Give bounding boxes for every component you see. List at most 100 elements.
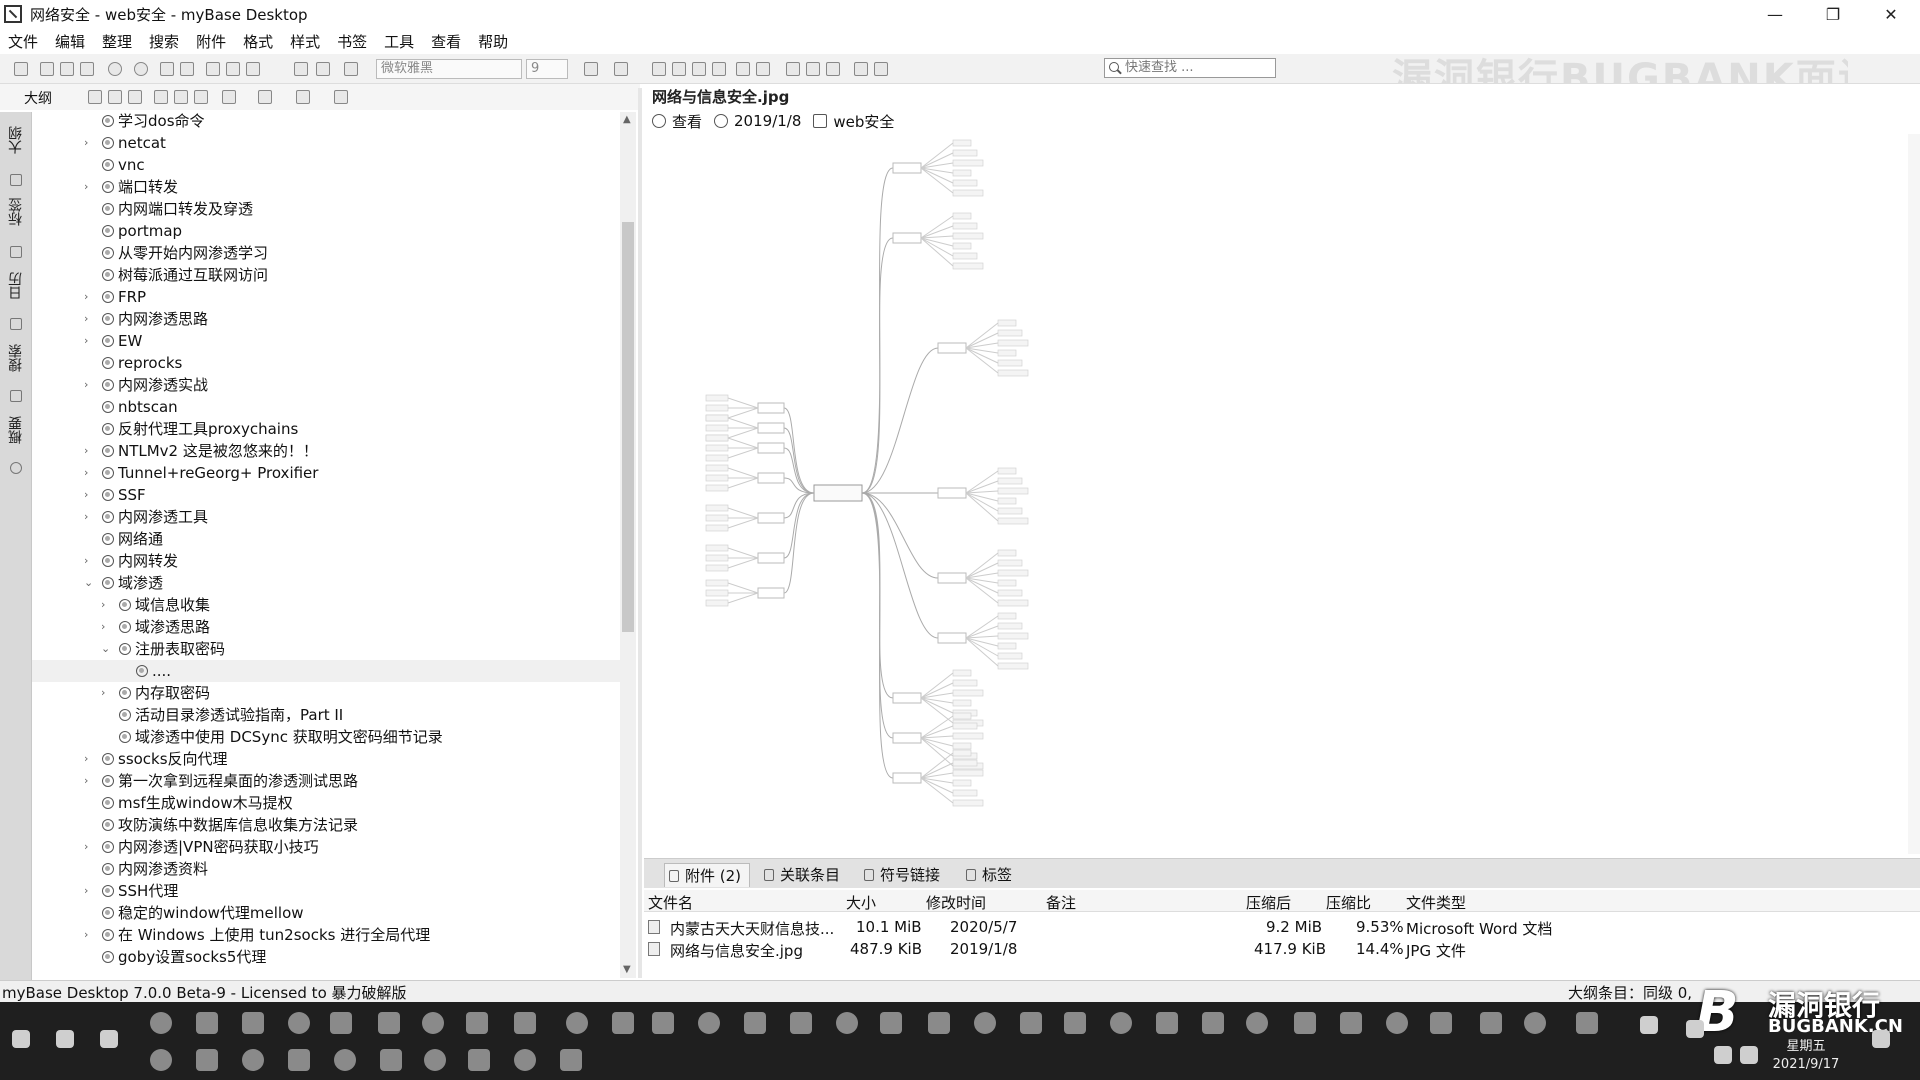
- taskbar-app-icon[interactable]: [1576, 1012, 1598, 1034]
- tab-related[interactable]: 关联条目: [760, 863, 840, 887]
- attachment-row[interactable]: 网络与信息安全.jpg 487.9 KiB 2019/1/8 417.9 KiB…: [644, 938, 1920, 960]
- menu-file[interactable]: 文件: [8, 32, 39, 51]
- tab-overview[interactable]: 概要: [8, 416, 24, 444]
- fullscreen-icon[interactable]: [344, 62, 358, 76]
- taskbar-app-icon[interactable]: [196, 1012, 218, 1034]
- expand-arrow-icon[interactable]: ›: [101, 686, 106, 699]
- taskbar-app-icon[interactable]: [790, 1012, 812, 1034]
- taskbar-app-icon[interactable]: [334, 1049, 356, 1071]
- new-note-icon[interactable]: [14, 62, 28, 76]
- tree-item[interactable]: ›内网渗透|VPN密码获取小技巧: [32, 836, 632, 858]
- expand-arrow-icon[interactable]: ›: [84, 884, 89, 897]
- star-icon[interactable]: [222, 90, 236, 104]
- tab-outline[interactable]: 大纲: [8, 126, 24, 154]
- tree-item[interactable]: 学习dos命令: [32, 110, 632, 132]
- tree-item[interactable]: 内网端口转发及穿透: [32, 198, 632, 220]
- minimize-button[interactable]: —: [1767, 4, 1783, 24]
- taskbar-app-icon[interactable]: [1064, 1012, 1086, 1034]
- expand-arrow-icon[interactable]: ›: [84, 290, 89, 303]
- taskbar-app-icon[interactable]: [380, 1049, 402, 1071]
- tab-attachments[interactable]: 附件 (2): [664, 863, 751, 887]
- pane-splitter[interactable]: [638, 88, 642, 978]
- menu-attachments[interactable]: 附件: [196, 32, 227, 51]
- expand-arrow-icon[interactable]: ›: [84, 180, 89, 193]
- taskbar-app-icon[interactable]: [652, 1012, 674, 1034]
- tab-labels[interactable]: 标签: [962, 863, 1012, 887]
- expand-arrow-icon[interactable]: ›: [101, 598, 106, 611]
- add-sibling-icon[interactable]: [108, 90, 122, 104]
- tree-item[interactable]: ›域渗透思路: [32, 616, 632, 638]
- taskbar-app-icon[interactable]: [242, 1012, 264, 1034]
- collapse-arrow-icon[interactable]: ⌄: [84, 576, 94, 589]
- taskbar-app-icon[interactable]: [566, 1012, 588, 1034]
- expand-arrow-icon[interactable]: ›: [84, 488, 89, 501]
- label-icon[interactable]: [258, 90, 272, 104]
- tree-item[interactable]: ›内网渗透工具: [32, 506, 632, 528]
- maximize-button[interactable]: ❐: [1825, 4, 1841, 24]
- subscript-icon[interactable]: [756, 62, 770, 76]
- bullet-list-icon[interactable]: [874, 62, 888, 76]
- italic-icon[interactable]: [672, 62, 686, 76]
- expand-arrow-icon[interactable]: ›: [84, 312, 89, 325]
- taskbar-app-icon[interactable]: [288, 1049, 310, 1071]
- tree-scrollbar[interactable]: ▲ ▼: [620, 112, 636, 978]
- tree-item[interactable]: vnc: [32, 154, 632, 176]
- taskbar-app-icon[interactable]: [974, 1012, 996, 1034]
- taskbar-app-icon[interactable]: [466, 1012, 488, 1034]
- taskbar-app-icon[interactable]: [150, 1049, 172, 1071]
- taskbar-app-icon[interactable]: [744, 1012, 766, 1034]
- tree-item[interactable]: 活动目录渗透试验指南，Part II: [32, 704, 632, 726]
- tab-tags[interactable]: 标签: [8, 198, 24, 226]
- scrollbar-thumb[interactable]: [622, 222, 634, 632]
- taskbar-app-icon[interactable]: [698, 1012, 720, 1034]
- taskbar-app-icon[interactable]: [514, 1012, 536, 1034]
- search-icon[interactable]: [56, 1030, 74, 1048]
- menu-help[interactable]: 帮助: [478, 32, 509, 51]
- print-icon[interactable]: [80, 62, 94, 76]
- layout-icon[interactable]: [294, 62, 308, 76]
- back-icon[interactable]: [108, 62, 122, 76]
- tree-item[interactable]: ›在 Windows 上使用 tun2socks 进行全局代理: [32, 924, 632, 946]
- col-note[interactable]: 备注: [1046, 894, 1077, 912]
- expand-arrow-icon[interactable]: ›: [84, 466, 89, 479]
- document-folder[interactable]: web安全: [833, 112, 895, 131]
- tree-item[interactable]: ›Tunnel+reGeorg+ Proxifier: [32, 462, 632, 484]
- menu-edit[interactable]: 编辑: [55, 32, 86, 51]
- wifi-icon[interactable]: [1740, 1046, 1758, 1064]
- tree-item[interactable]: ›内网渗透思路: [32, 308, 632, 330]
- menu-bookmarks[interactable]: 书签: [337, 32, 368, 51]
- undo-icon[interactable]: [160, 62, 174, 76]
- indent-icon[interactable]: [194, 90, 208, 104]
- quick-search-input[interactable]: 快速查找 ...: [1104, 58, 1276, 78]
- options-icon[interactable]: [334, 90, 348, 104]
- content-scrollbar[interactable]: [1908, 134, 1920, 854]
- tree-item[interactable]: ›域信息收集: [32, 594, 632, 616]
- superscript-icon[interactable]: [736, 62, 750, 76]
- taskbar-app-icon[interactable]: [1156, 1012, 1178, 1034]
- menu-search[interactable]: 搜索: [149, 32, 180, 51]
- taskbar-app-icon[interactable]: [1246, 1012, 1268, 1034]
- expand-arrow-icon[interactable]: ›: [84, 444, 89, 457]
- tree-item[interactable]: ›SSH代理: [32, 880, 632, 902]
- attachment-row[interactable]: 内蒙古天大天财信息技... 10.1 MiB 2020/5/7 9.2 MiB …: [644, 916, 1920, 938]
- scroll-down-icon[interactable]: ▼: [623, 964, 631, 975]
- link-icon[interactable]: [296, 90, 310, 104]
- tree-item[interactable]: ›NTLMv2 这是被忽悠来的！！: [32, 440, 632, 462]
- tree-item[interactable]: ›ssocks反向代理: [32, 748, 632, 770]
- delete-icon[interactable]: [246, 62, 260, 76]
- taskbar-app-icon[interactable]: [1430, 1012, 1452, 1034]
- taskbar-app-icon[interactable]: [560, 1049, 582, 1071]
- tab-search[interactable]: 搜索: [8, 344, 24, 372]
- tree-item[interactable]: 稳定的window代理mellow: [32, 902, 632, 924]
- col-filetype[interactable]: 文件类型: [1406, 894, 1467, 912]
- expand-arrow-icon[interactable]: ›: [84, 510, 89, 523]
- outline-dropdown[interactable]: 大纲: [24, 91, 52, 107]
- tree-item[interactable]: 树莓派通过互联网访问: [32, 264, 632, 286]
- tree-item[interactable]: ....: [32, 660, 632, 682]
- align-right-icon[interactable]: [826, 62, 840, 76]
- taskbar-app-icon[interactable]: [468, 1049, 490, 1071]
- taskbar-app-icon[interactable]: [880, 1012, 902, 1034]
- font-size-select[interactable]: 9: [526, 59, 568, 79]
- tree-item[interactable]: reprocks: [32, 352, 632, 374]
- menu-view[interactable]: 查看: [431, 32, 462, 51]
